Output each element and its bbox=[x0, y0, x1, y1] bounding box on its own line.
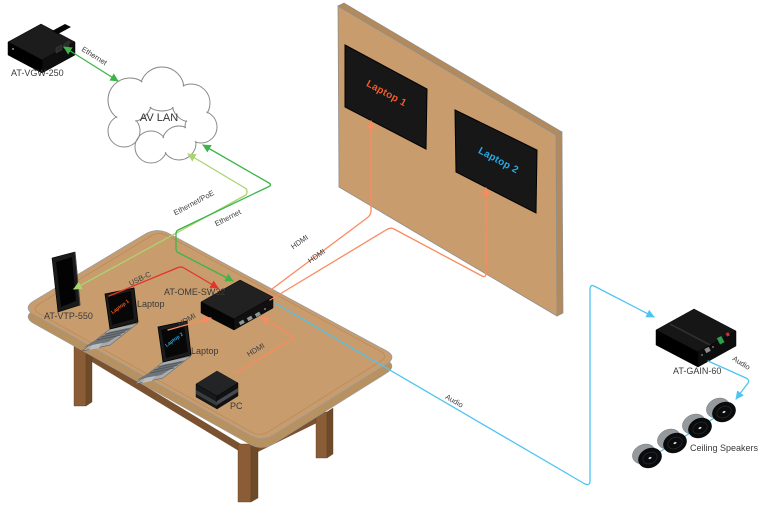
cloud-label: AV LAN bbox=[140, 112, 178, 124]
vtp-label: AT-VTP-550 bbox=[44, 311, 93, 321]
cable-ethernet-switcher bbox=[175, 144, 271, 282]
at-vgw-250-device bbox=[7, 23, 76, 74]
laptop1-label: Laptop bbox=[137, 299, 165, 309]
speaker-1 bbox=[632, 443, 662, 469]
pc-device bbox=[195, 370, 239, 410]
wall-display-2: Laptop 2 bbox=[454, 109, 538, 214]
cable-hdmi-laptop2 bbox=[167, 315, 212, 331]
speaker-3 bbox=[682, 413, 712, 439]
vgw-label: AT-VGW-250 bbox=[11, 68, 64, 78]
audio-speakers-label: Audio bbox=[731, 354, 752, 372]
at-ome-sw32-device bbox=[200, 279, 274, 331]
wall-display-1: Laptop 1 bbox=[344, 44, 428, 150]
laptop2-device: Laptop 2 bbox=[134, 320, 192, 385]
gain-label: AT-GAIN-60 bbox=[673, 366, 721, 376]
switcher-label: AT-OME-SW32 bbox=[164, 287, 225, 297]
speakers-label: Ceiling Speakers bbox=[690, 443, 759, 453]
cable-ethernet-vgw bbox=[63, 46, 119, 82]
at-vtp-550-device bbox=[51, 251, 81, 313]
ethernet-vgw-label: Ethernet bbox=[80, 45, 110, 68]
laptop1-device: Laptop 1 bbox=[81, 287, 139, 352]
laptop2-label: Laptop bbox=[191, 346, 219, 356]
speaker-4 bbox=[706, 397, 736, 423]
speaker-chain-cable bbox=[649, 411, 725, 459]
cable-ethernet-poe-vtp bbox=[73, 153, 248, 290]
conference-table bbox=[27, 230, 393, 503]
av-lan-cloud: AV LAN bbox=[107, 66, 218, 164]
cable-hdmi-display1 bbox=[267, 120, 376, 293]
ethernet-poe-label: Ethernet/PoE bbox=[172, 188, 216, 217]
hdmi-display1-label: HDMI bbox=[289, 233, 310, 251]
display-wall: Laptop 1 Laptop 2 bbox=[337, 2, 564, 317]
cable-usbc-laptop1 bbox=[108, 266, 219, 297]
cable-hdmi-pc bbox=[233, 316, 294, 375]
at-gain-60-device bbox=[655, 308, 737, 368]
speaker-2 bbox=[657, 428, 687, 454]
pc-label: PC bbox=[230, 401, 243, 411]
cable-audio-speakers bbox=[707, 360, 750, 400]
ceiling-speakers bbox=[632, 397, 736, 469]
cable-hdmi-display2 bbox=[269, 187, 491, 301]
table-top bbox=[27, 230, 393, 439]
cable-audio-gain bbox=[274, 284, 655, 486]
